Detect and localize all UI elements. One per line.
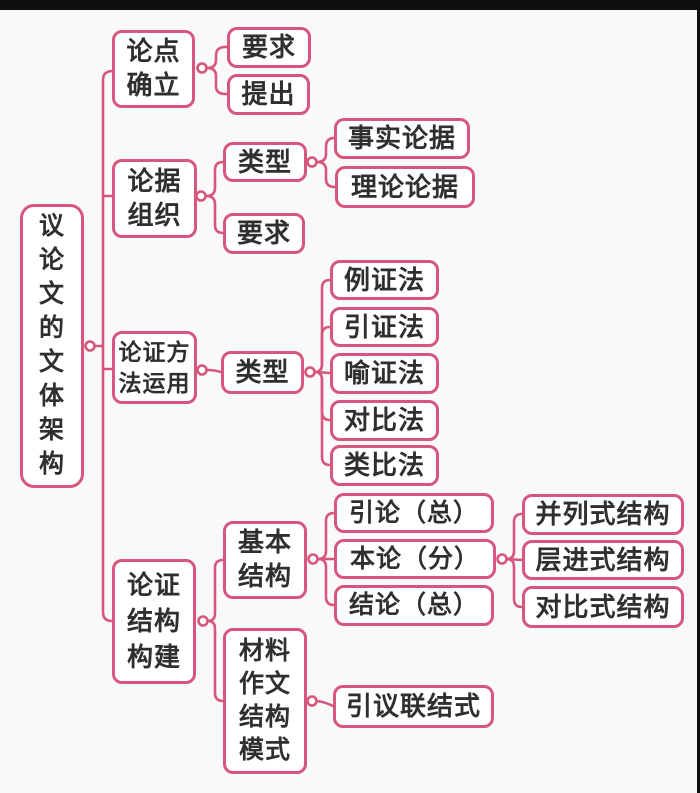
- node-example-method: 例证法: [330, 260, 439, 300]
- node-root-title: 议 论 文 的 文 体 架 构: [20, 204, 84, 488]
- node-method-types: 类型: [221, 351, 304, 394]
- node-metaphor-method: 喻证法: [330, 353, 439, 394]
- node-main-body-division: 本论（分）: [334, 539, 496, 579]
- node-argumentation-methods: 论证方 法运用: [112, 331, 197, 404]
- letterbox-top-bar: [0, 0, 700, 10]
- node-material-essay-structure-pattern: 材料 作文 结构 模式: [223, 628, 307, 774]
- node-factual-evidence: 事实论据: [334, 118, 470, 159]
- node-evidence-organization: 论据 组织: [112, 159, 197, 238]
- node-evidence-types: 类型: [223, 142, 307, 182]
- node-parallel-structure: 并列式结构: [522, 494, 684, 535]
- node-analogy-method: 类比法: [330, 445, 439, 486]
- node-evidence-requirements: 要求: [223, 213, 305, 254]
- node-thesis-requirements: 要求: [227, 27, 311, 68]
- node-thesis-proposal: 提出: [227, 74, 310, 115]
- node-contrastive-structure: 对比式结构: [522, 586, 684, 628]
- node-quotation-method: 引证法: [330, 307, 439, 347]
- letterbox-right-bar: [697, 0, 700, 793]
- node-structure-construction: 论证 结构 构建: [112, 559, 196, 684]
- node-introduction-general: 引论（总）: [334, 493, 494, 533]
- junction-dots: [84, 62, 508, 707]
- node-contrast-method: 对比法: [330, 400, 439, 441]
- node-thesis-establishment: 论点 确立: [112, 30, 195, 108]
- node-theoretical-evidence: 理论论据: [335, 166, 475, 208]
- node-basic-structure: 基本 结构: [223, 521, 307, 599]
- node-yin-yi-lian-jie-style: 引议联结式: [333, 685, 494, 728]
- node-progressive-structure: 层进式结构: [522, 540, 684, 580]
- branch-lines: [93, 45, 524, 708]
- node-conclusion-general: 结论（总）: [334, 585, 494, 626]
